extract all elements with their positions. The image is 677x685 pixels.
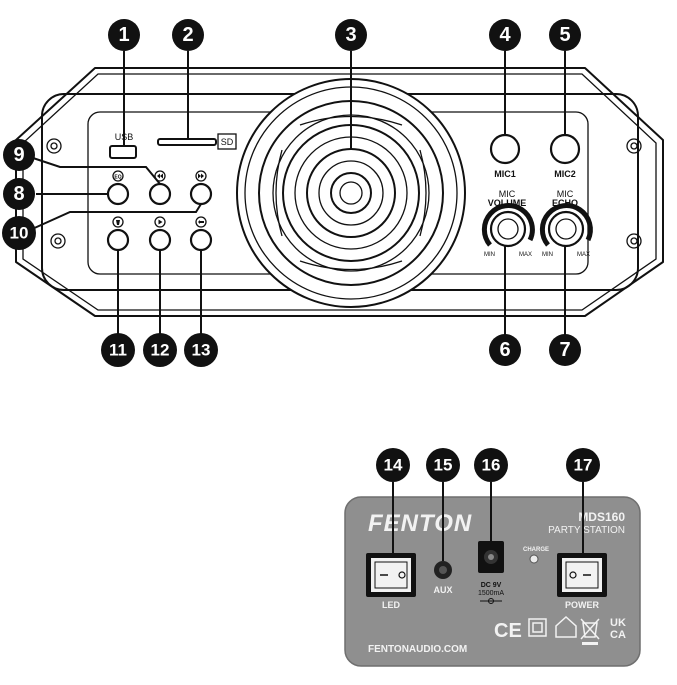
aux-jack[interactable]	[434, 561, 452, 579]
mic2-label: MIC2	[554, 169, 576, 179]
eq-button[interactable]	[106, 182, 130, 206]
svg-text:EQ: EQ	[114, 175, 121, 181]
mic-echo-knob[interactable]	[539, 203, 593, 248]
screw-bottom-left	[50, 233, 66, 249]
callout-6: 6	[489, 334, 521, 366]
screw-top-left	[46, 138, 62, 154]
website-url: FENTONAUDIO.COM	[368, 644, 467, 655]
led-switch[interactable]	[366, 553, 416, 597]
callout-8: 8	[3, 178, 35, 210]
callout-16: 16	[474, 448, 508, 482]
mic-echo-min: MIN	[542, 252, 553, 258]
sd-slot[interactable]	[157, 138, 217, 146]
sd-label: SD	[221, 137, 234, 147]
front-leader-lines	[29, 51, 566, 335]
mic-volume-top-label: MIC	[499, 189, 516, 199]
svg-text:12: 12	[151, 341, 170, 360]
svg-text:10: 10	[10, 224, 29, 243]
repeat-button[interactable]	[189, 228, 213, 252]
callout-3: 3	[335, 19, 367, 51]
repeat-icon	[195, 216, 207, 228]
callout-2: 2	[172, 19, 204, 51]
charge-indicator	[529, 554, 539, 564]
svg-text:2: 2	[182, 24, 193, 46]
ukca-mark-line1: UK	[610, 617, 626, 629]
rear-panel: FENTON MDS160 PARTY STATION LED AUX DC 9…	[344, 496, 641, 667]
mic-echo-label: ECHO	[552, 198, 578, 208]
usb-port[interactable]	[109, 145, 137, 159]
callout-12: 12	[143, 333, 177, 367]
callout-10: 10	[2, 216, 36, 250]
callout-4: 4	[489, 19, 521, 51]
previous-button[interactable]	[148, 182, 172, 206]
svg-text:13: 13	[192, 341, 211, 360]
mic-echo-top-label: MIC	[557, 189, 574, 199]
svg-text:15: 15	[434, 456, 453, 475]
mic-volume-max: MAX	[519, 252, 532, 258]
svg-text:9: 9	[13, 144, 24, 166]
callout-5: 5	[549, 19, 581, 51]
led-label: LED	[382, 600, 401, 610]
svg-text:5: 5	[559, 24, 570, 46]
eq-icon: EQ	[112, 170, 124, 182]
mode-icon	[112, 216, 124, 228]
svg-text:14: 14	[384, 456, 403, 475]
mic-volume-min: MIN	[484, 252, 495, 258]
mic-echo-max: MAX	[577, 252, 590, 258]
mic-volume-knob[interactable]	[481, 203, 535, 248]
ukca-mark-line2: CA	[610, 629, 626, 641]
sd-label-box	[217, 133, 237, 150]
indoor-use-icon	[555, 615, 577, 638]
svg-text:3: 3	[345, 24, 356, 46]
power-label: POWER	[565, 600, 600, 610]
svg-text:11: 11	[109, 341, 127, 360]
previous-icon	[154, 170, 166, 182]
svg-text:6: 6	[499, 339, 510, 361]
aux-label: AUX	[433, 585, 452, 595]
svg-text:7: 7	[559, 339, 570, 361]
charge-label: CHARGE	[523, 547, 549, 553]
power-switch[interactable]	[557, 553, 607, 597]
mic1-jack[interactable]	[489, 133, 521, 165]
play-button[interactable]	[148, 228, 172, 252]
brand-logo: FENTON	[368, 510, 472, 537]
model-subtitle: PARTY STATION	[548, 525, 625, 536]
svg-text:16: 16	[482, 456, 501, 475]
callout-1: 1	[108, 19, 140, 51]
callout-11: 11	[101, 333, 135, 367]
svg-text:1: 1	[118, 24, 129, 46]
dc-polarity-icon	[480, 598, 502, 604]
dc-jack[interactable]	[478, 541, 504, 573]
front-panel: USB SD EQ	[15, 67, 664, 317]
callout-17: 17	[566, 448, 600, 482]
play-icon	[154, 216, 166, 228]
svg-text:8: 8	[13, 183, 24, 205]
callout-14: 14	[376, 448, 410, 482]
callout-15: 15	[426, 448, 460, 482]
mic1-label: MIC1	[494, 169, 516, 179]
dc-current-label: 1500mA	[478, 590, 504, 597]
callout-13: 13	[184, 333, 218, 367]
mic2-jack[interactable]	[549, 133, 581, 165]
mode-button[interactable]	[106, 228, 130, 252]
svg-text:17: 17	[574, 456, 593, 475]
rear-leader-lines	[392, 482, 584, 561]
callout-7: 7	[549, 334, 581, 366]
dc-voltage-label: DC 9V	[481, 582, 502, 589]
weee-bin-icon	[580, 618, 600, 645]
model-name: MDS160	[578, 510, 625, 524]
screw-bottom-right	[626, 233, 642, 249]
next-button[interactable]	[189, 182, 213, 206]
callout-9: 9	[3, 139, 35, 171]
rear-panel-plate	[344, 496, 641, 667]
screw-top-right	[626, 138, 642, 154]
ce-mark: CE	[494, 620, 522, 642]
mic-volume-label: VOLUME	[488, 198, 527, 208]
next-icon	[195, 170, 207, 182]
double-insulation-icon	[528, 618, 547, 637]
svg-text:4: 4	[499, 24, 511, 46]
